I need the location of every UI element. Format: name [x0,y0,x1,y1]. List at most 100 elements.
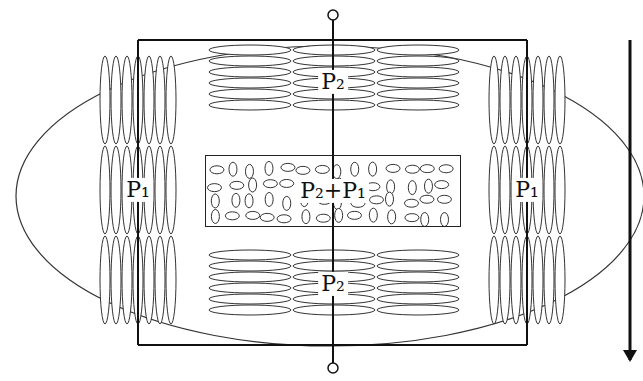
particle [265,161,273,175]
particle [533,56,543,144]
particle [420,165,434,173]
particle [351,162,359,176]
particle [144,236,154,324]
particle [209,67,291,77]
cluster-group [100,45,565,324]
particle [230,181,244,189]
particle [544,236,554,324]
particle [500,56,510,144]
particle [155,56,165,144]
particle [315,165,329,173]
particle [111,146,121,234]
particle [245,194,253,208]
particle [386,164,400,172]
particle [385,192,393,206]
wire-frame [138,20,527,363]
particle [209,45,291,55]
particle [437,195,451,203]
particle [555,236,565,324]
particle [296,166,310,174]
particle [209,272,291,282]
phase-label: P₁ [512,178,542,202]
particle [265,192,273,206]
particle [377,261,459,271]
particle [232,193,240,207]
particle [245,164,253,178]
particle [387,180,395,194]
particle [209,100,291,110]
particle [377,283,459,293]
particle [435,181,449,189]
particle [500,236,510,324]
particle [277,215,291,223]
particle [155,146,165,234]
particle [111,236,121,324]
particle [489,56,499,144]
particle [100,146,110,234]
mixed-region-box: P₂+P₁ [205,155,461,227]
particle [420,195,434,203]
particle [424,179,432,193]
phase-label: P₂ [318,272,348,296]
particle [155,236,165,324]
direction-arrow [629,40,632,360]
particle [544,146,554,234]
particle [209,78,291,88]
particle [249,178,257,192]
particle [377,56,459,66]
particle [377,100,459,110]
particle [166,146,176,234]
particle [440,213,448,227]
particle [100,236,110,324]
particle [280,179,294,187]
particle [377,272,459,282]
particle [404,199,418,207]
particle [225,212,239,220]
particle [263,180,277,188]
cell-outline [16,46,643,346]
particle [489,146,499,234]
particle [439,165,453,173]
particle [377,45,459,55]
particle [405,214,419,222]
particle [369,208,377,222]
particle [209,283,291,293]
particle [335,208,343,222]
particle [209,261,291,271]
phase-label: P₁ [123,178,153,202]
particle [408,181,416,195]
particle [369,162,377,176]
particle [246,211,260,219]
particle [555,56,565,144]
particle [302,210,310,224]
particle [333,165,341,179]
particle [211,209,219,223]
particle [489,236,499,324]
particle [377,89,459,99]
particle [211,194,219,208]
particle [377,250,459,260]
particle [500,146,510,234]
particle [209,56,291,66]
particle [209,250,291,260]
particle [166,56,176,144]
particle [369,196,383,204]
particle [347,211,361,219]
particle [377,67,459,77]
particle [207,184,221,192]
particle [209,305,291,315]
particle [511,56,521,144]
particle [111,56,121,144]
particle [209,294,291,304]
particle [122,56,132,144]
particle [511,236,521,324]
particle [377,294,459,304]
particle [377,305,459,315]
region-label: P₂+P₁ [297,179,369,203]
particle [122,236,132,324]
terminal [328,363,338,373]
phase-label: P₂ [318,70,348,94]
particle [209,89,291,99]
particle [388,210,396,224]
particle [281,163,295,171]
